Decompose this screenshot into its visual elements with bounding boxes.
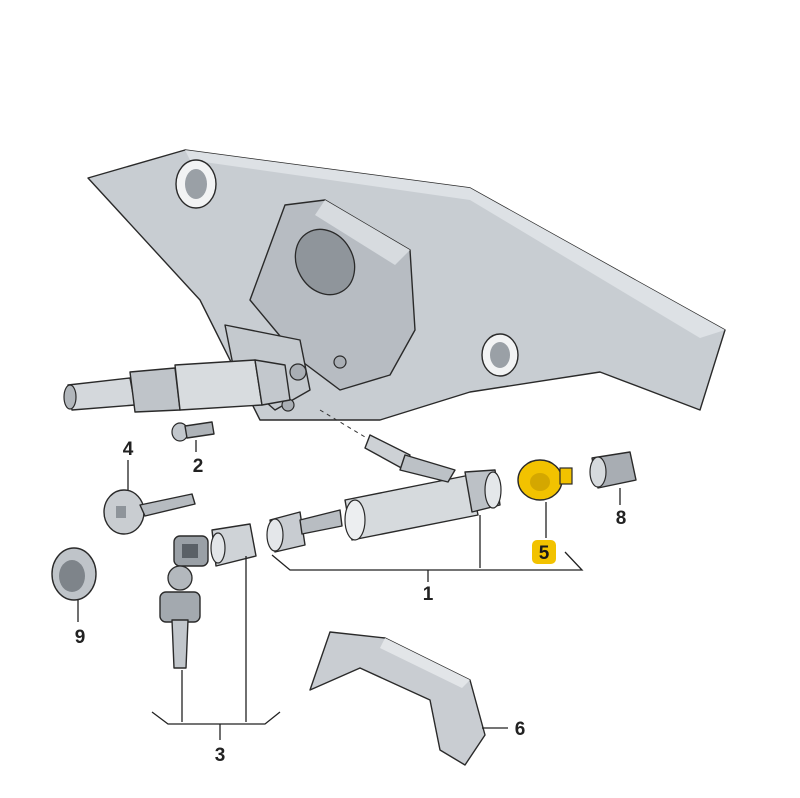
part-3-lock-cylinder-set (159, 523, 257, 669)
part-6-cover-plate (309, 631, 486, 766)
part-2-screw (171, 421, 215, 442)
callout-8: 8 (616, 508, 627, 529)
upper-lock-shaft (63, 359, 291, 413)
callout-6: 6 (515, 719, 526, 740)
part-5-highlighted-component (517, 459, 573, 501)
callout-4: 4 (123, 439, 134, 460)
callout-9: 9 (75, 627, 86, 648)
leader-lines (77, 440, 621, 740)
callout-1: 1 (423, 584, 434, 605)
callout-5-highlight (532, 540, 556, 564)
part-1-lock-assembly (266, 434, 502, 553)
part-4-key (103, 489, 196, 535)
part-9-ring-nut (51, 547, 97, 601)
callout-5: 5 (539, 543, 550, 564)
part-8-bushing (589, 451, 637, 489)
callout-3: 3 (215, 745, 226, 766)
callout-2: 2 (193, 456, 204, 477)
